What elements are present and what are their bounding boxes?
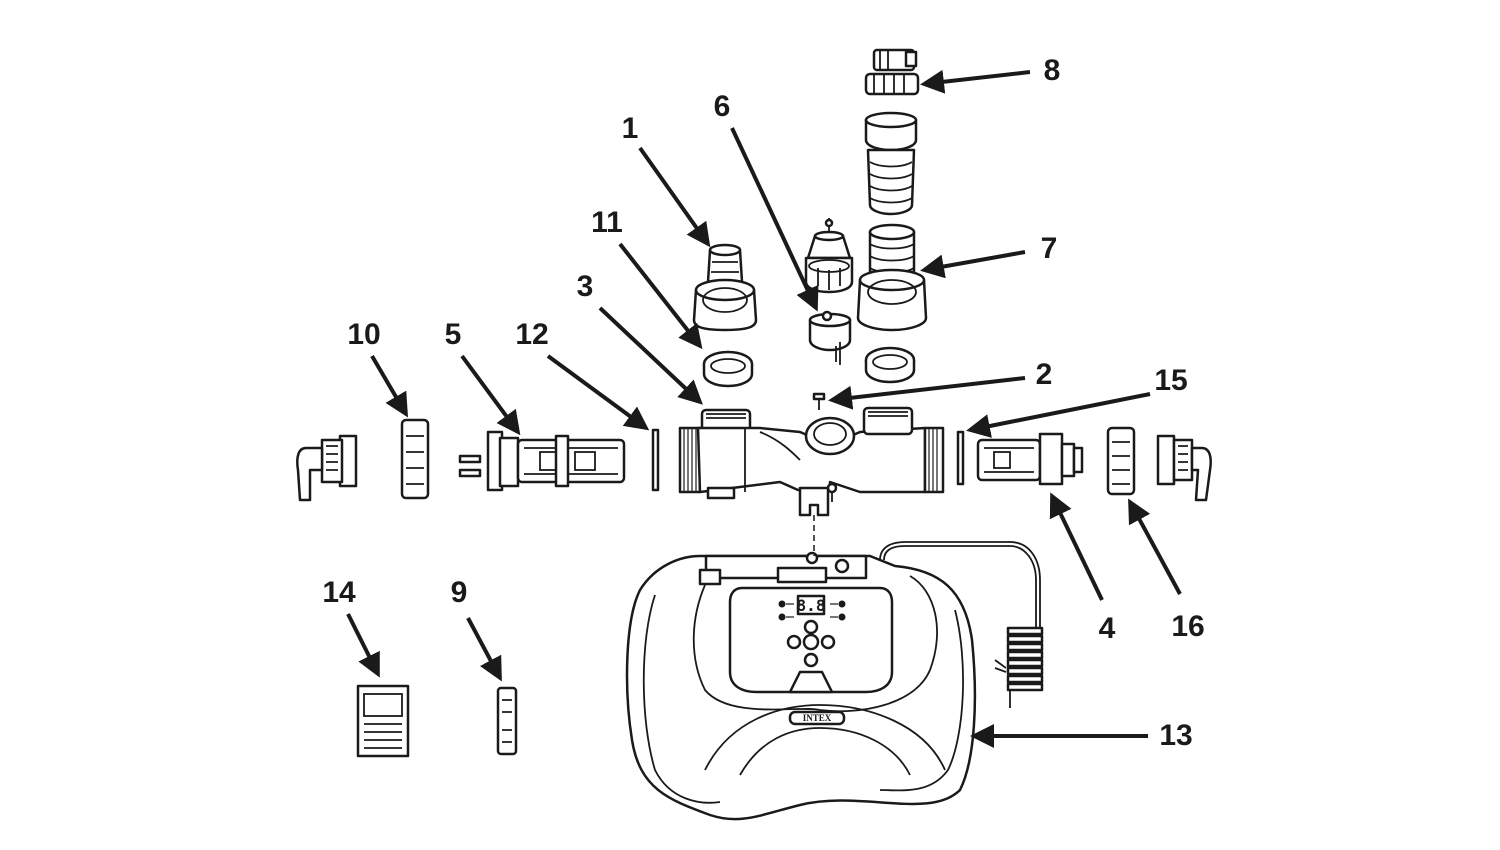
control-buttons[interactable]	[786, 619, 836, 668]
leader-2	[828, 376, 1026, 410]
bottom-screw	[826, 482, 838, 502]
electrode-left	[458, 430, 626, 492]
callout-6: 6	[714, 90, 731, 123]
callout-labels: 1 2 3 4 5 6 7 8 9 10 11 12 13 14 15 16	[322, 54, 1204, 752]
leader-9	[466, 617, 502, 682]
callout-1: 1	[622, 112, 639, 145]
hose-connector-lower	[856, 223, 928, 332]
leader-6	[730, 127, 819, 312]
electrode-right	[976, 432, 1084, 486]
leader-11	[618, 242, 703, 350]
leader-lines	[346, 69, 1182, 748]
leader-15	[966, 392, 1151, 438]
leader-14	[346, 613, 380, 678]
leader-12	[546, 354, 650, 431]
flow-sensor	[808, 310, 852, 365]
leader-5	[460, 354, 521, 436]
callout-14: 14	[322, 576, 356, 609]
leader-4	[1049, 492, 1104, 601]
owners-manual	[356, 684, 410, 758]
callout-7: 7	[1041, 232, 1058, 265]
callout-13: 13	[1159, 719, 1192, 752]
leader-16	[1128, 498, 1182, 595]
o-ring-left	[702, 350, 754, 388]
leader-1	[638, 146, 711, 248]
gasket-left	[651, 428, 660, 492]
nut-right	[1106, 426, 1136, 496]
o-ring-right	[864, 346, 916, 384]
small-screw	[812, 392, 826, 410]
nut-left	[400, 418, 430, 500]
brand-logo: INTEX	[788, 710, 846, 726]
cord-coil	[1006, 626, 1044, 692]
svg-text:INTEX: INTEX	[803, 713, 832, 723]
sensor-cap	[804, 218, 854, 294]
callout-15: 15	[1154, 364, 1187, 397]
elbow-connector-right	[1156, 434, 1212, 502]
callout-12: 12	[515, 318, 548, 351]
leader-3	[598, 306, 703, 405]
leader-8	[920, 69, 1031, 94]
spare-cap	[496, 686, 518, 756]
upper-fitting	[864, 48, 920, 96]
callout-2: 2	[1036, 358, 1053, 391]
power-cord	[879, 541, 1044, 708]
hose-connector-upper	[864, 111, 918, 216]
digital-display: 8.8	[797, 596, 826, 615]
hose-adapter-left	[692, 243, 758, 332]
indicator-lights	[778, 600, 846, 621]
callout-16: 16	[1171, 610, 1204, 643]
control-panel: 8.8	[728, 586, 894, 694]
callout-5: 5	[445, 318, 462, 351]
elbow-connector-left	[296, 434, 358, 502]
callout-3: 3	[577, 270, 594, 303]
callout-10: 10	[347, 318, 380, 351]
callout-11: 11	[591, 206, 623, 239]
leader-7	[920, 250, 1026, 279]
callout-9: 9	[451, 576, 468, 609]
leader-10	[370, 354, 409, 418]
callout-4: 4	[1099, 612, 1116, 645]
main-housing: INTEX 8.8	[625, 541, 1044, 821]
callout-8: 8	[1044, 54, 1061, 87]
center-tee-body	[678, 406, 945, 556]
gasket-right	[956, 430, 965, 486]
